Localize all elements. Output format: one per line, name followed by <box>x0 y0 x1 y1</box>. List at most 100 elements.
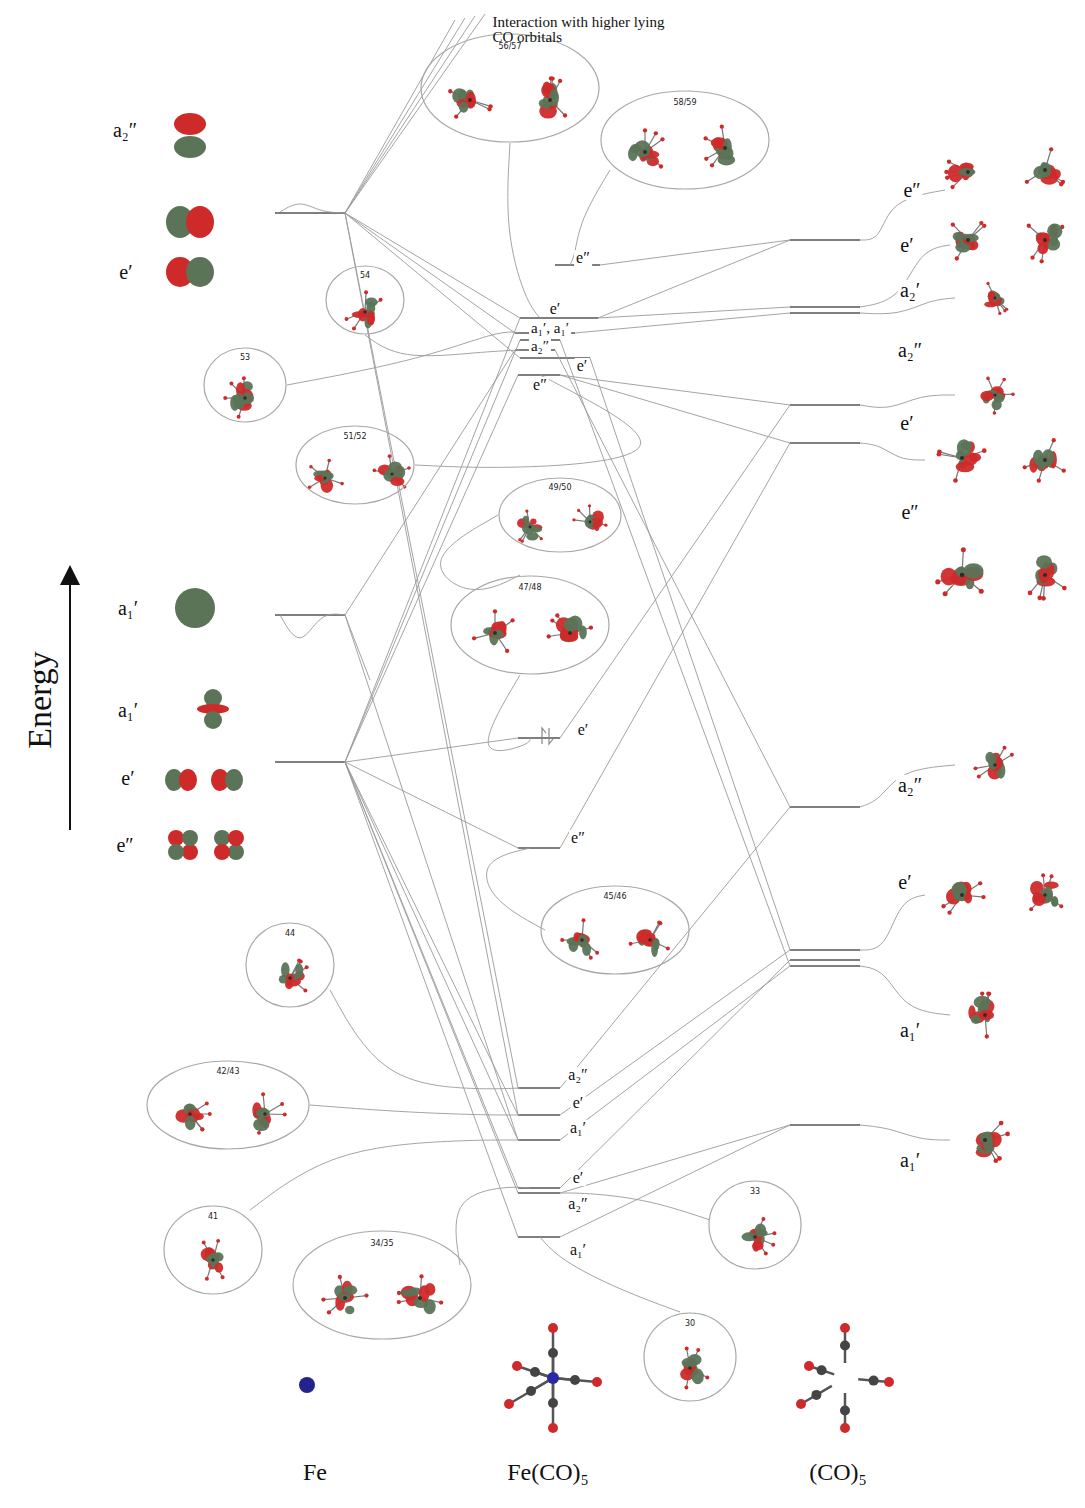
leader-line <box>860 966 950 1015</box>
energy-arrow <box>69 575 71 830</box>
leader-line <box>280 614 345 638</box>
correlation-line <box>345 14 485 213</box>
orbital-picture <box>201 1239 225 1281</box>
leader-lines <box>250 143 955 1312</box>
correlation-line <box>560 966 790 1140</box>
ellipse-shape <box>326 266 404 334</box>
leader-line <box>508 143 540 318</box>
leader-line <box>456 1187 530 1265</box>
orbital-picture <box>448 88 493 119</box>
orbital-picture <box>976 1121 1010 1163</box>
orbital-picture <box>308 459 344 493</box>
correlation-line <box>600 240 790 265</box>
orbital-picture <box>951 221 987 261</box>
callout-number: 49/50 <box>498 484 622 492</box>
annotation-note: Interaction with higher lying CO orbital… <box>491 15 670 45</box>
callout-number: 30 <box>643 1320 737 1328</box>
energy-level <box>790 404 860 405</box>
orbital-picture <box>1029 873 1063 911</box>
symmetry-label: a₂′ <box>898 280 922 300</box>
callout-number: 51/52 <box>295 433 415 441</box>
symmetry-label: a₁′ <box>898 1020 922 1040</box>
ellipse-shape <box>499 478 621 552</box>
leader-line <box>365 335 520 356</box>
symmetry-label: e″ <box>114 835 135 855</box>
ellipse-shape <box>147 1061 309 1149</box>
column-label: Fe(CO)₅ <box>505 1460 591 1484</box>
symmetry-label: a₁′ <box>116 598 140 618</box>
leader-line <box>310 1105 520 1115</box>
callout-ellipse: 54 <box>325 265 405 335</box>
energy-level <box>790 442 860 443</box>
correlation-line <box>345 318 520 762</box>
symmetry-label: a₂″ <box>896 775 924 795</box>
energy-level <box>790 239 860 240</box>
ellipse-shape <box>709 1181 801 1269</box>
energy-level <box>790 949 860 950</box>
correlation-line <box>345 762 518 1237</box>
callout-number: 58/59 <box>600 99 770 107</box>
correlation-line <box>560 405 790 738</box>
energy-level <box>518 1192 560 1193</box>
leader-line <box>860 1125 950 1140</box>
symmetry-label: e′ <box>571 1170 586 1186</box>
leader-line <box>330 990 520 1089</box>
leader-line <box>860 895 925 950</box>
symmetry-label: e″ <box>569 830 587 846</box>
ellipse-shape <box>164 1206 262 1294</box>
correlation-line <box>345 213 520 318</box>
callout-number: 54 <box>325 272 405 280</box>
correlation-line <box>560 1125 790 1193</box>
orbital-picture <box>935 547 984 596</box>
orbital-picture <box>175 1102 211 1132</box>
orbital-picture <box>1027 224 1065 264</box>
symmetry-label: e′ <box>575 358 590 374</box>
symmetry-label: a₂″ <box>529 339 551 354</box>
orbital-picture <box>397 1274 444 1314</box>
energy-level <box>790 965 860 966</box>
column-label: Fe <box>301 1460 329 1484</box>
symmetry-label: e″ <box>899 502 920 522</box>
callout-ellipse: 44 <box>245 922 335 1008</box>
correlation-line <box>345 762 518 1193</box>
symmetry-label: e′ <box>548 301 563 317</box>
leader-line <box>441 515 520 590</box>
orbital-picture <box>547 613 594 642</box>
symmetry-label: a₁′, a₁′ <box>529 321 571 336</box>
correlation-line <box>345 738 518 762</box>
callout-ellipse: 30 <box>643 1312 737 1402</box>
correlation-line <box>345 762 518 1115</box>
correlation-line <box>345 213 515 333</box>
ellipse-shape <box>296 426 414 504</box>
callout-ellipse: 58/59 <box>600 90 770 190</box>
orbital-picture <box>937 439 987 483</box>
orbital-picture <box>472 609 515 653</box>
symmetry-label: e′ <box>119 768 136 788</box>
symmetry-label: e′ <box>576 722 591 738</box>
leader-line <box>540 1237 680 1312</box>
energy-level <box>275 761 345 762</box>
correlation-line <box>560 950 790 1115</box>
symmetry-label: a₂″ <box>566 1196 589 1212</box>
orbital-picture <box>517 509 543 542</box>
energy-level <box>518 1087 560 1088</box>
energy-levels <box>275 213 860 1237</box>
callout-number: 42/43 <box>146 1068 310 1076</box>
leader-line <box>860 765 955 807</box>
orbital-picture <box>628 128 665 168</box>
callout-ellipse: 47/48 <box>450 575 610 675</box>
callout-ellipse: 41 <box>163 1205 263 1295</box>
correlation-line <box>560 443 790 848</box>
correlation-line <box>345 762 518 848</box>
orbital-picture <box>944 160 975 190</box>
leader-line <box>415 375 641 467</box>
correlation-line <box>345 762 518 1140</box>
symmetry-label: a₁′ <box>898 1150 922 1170</box>
callout-number: 53 <box>203 354 287 362</box>
callout-ellipse: 34/35 <box>292 1230 472 1340</box>
symmetry-label: e″ <box>901 180 922 200</box>
correlation-line <box>575 313 790 333</box>
orbital-picture <box>373 454 411 488</box>
correlation-line <box>345 213 520 358</box>
energy-level <box>518 737 560 738</box>
